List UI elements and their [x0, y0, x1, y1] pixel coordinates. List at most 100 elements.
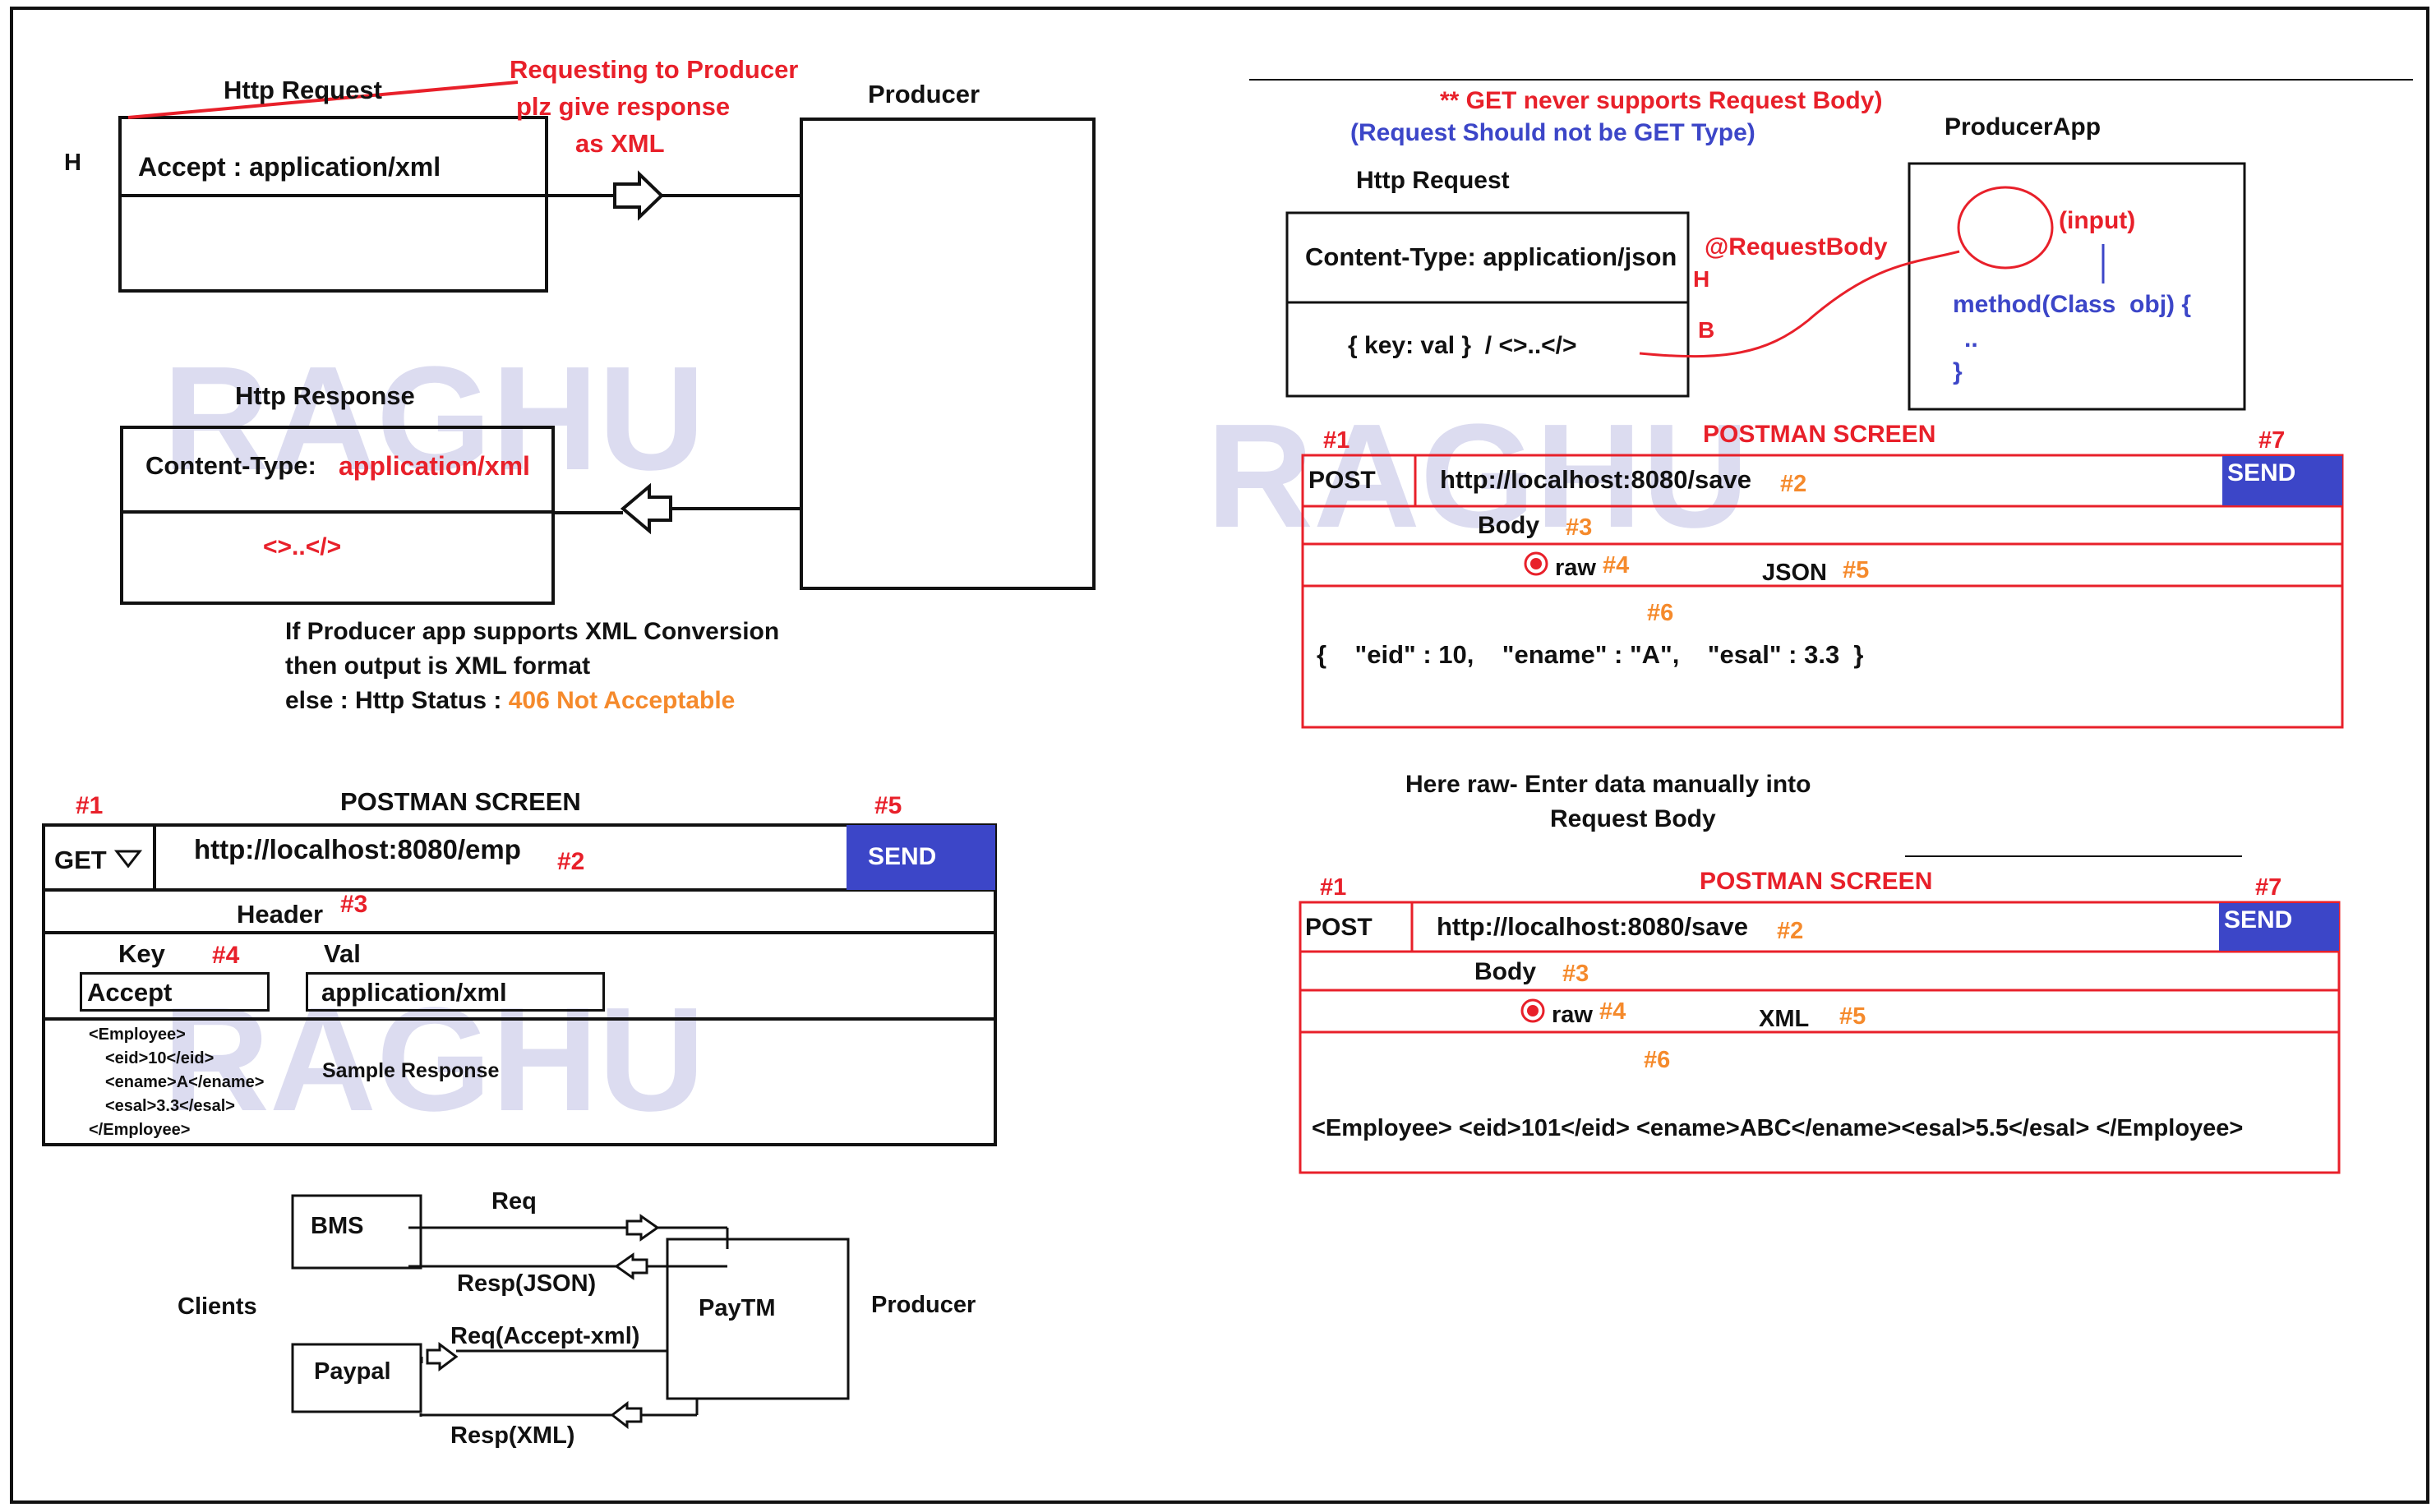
paypal-label: Paypal	[314, 1358, 391, 1385]
method-select[interactable]: POST	[1305, 914, 1373, 941]
note-line2: then output is XML format	[285, 652, 591, 680]
content-type-label: Content-Type:	[145, 451, 316, 480]
paytm-label: PayTM	[699, 1295, 776, 1321]
b-marker: B	[1698, 317, 1715, 343]
request-body-text: { key: val } / <>..</>	[1348, 332, 1577, 359]
step-7: #7	[2258, 427, 2286, 454]
content-type-json: Content-Type: application/json	[1305, 242, 1677, 271]
step-1: #1	[1320, 874, 1347, 901]
step-7: #7	[2255, 874, 2282, 901]
postman-title: POSTMAN SCREEN	[1700, 868, 1933, 895]
step-1: #1	[1323, 427, 1350, 454]
step-3: #3	[340, 891, 368, 918]
postman-xml-frame	[1299, 901, 2341, 1174]
body-tab[interactable]: Body	[1478, 512, 1539, 539]
accept-header: Accept : application/xml	[138, 152, 441, 182]
postman-get-frame	[42, 823, 997, 1146]
raw-note-line1: Here raw- Enter data manually into	[1405, 771, 1811, 798]
watermark: RAGHU	[1206, 394, 1749, 559]
sample-line: <esal>3.3</esal>	[105, 1097, 235, 1115]
sample-response-label: Sample Response	[322, 1059, 500, 1082]
header-tab[interactable]: Header	[237, 900, 324, 929]
format-json[interactable]: JSON	[1762, 560, 1827, 586]
method-select[interactable]: POST	[1308, 467, 1376, 494]
postman-json-frame	[1301, 454, 2344, 729]
sample-line: <ename>A</ename>	[105, 1073, 265, 1091]
postman-title: POSTMAN SCREEN	[1703, 421, 1936, 448]
watermark: RAGHU	[163, 336, 705, 501]
http-response-box	[120, 426, 555, 605]
xml-body-content[interactable]: <Employee> <eid>101</eid> <ename>ABC</en…	[1312, 1115, 2244, 1141]
step-2: #2	[1780, 471, 1807, 497]
bms-box	[291, 1194, 422, 1270]
chevron-down-icon	[113, 850, 143, 869]
raw-option[interactable]: raw	[1555, 555, 1596, 581]
step-4: #4	[1599, 998, 1626, 1025]
step-5: #5	[1839, 1003, 1866, 1030]
input-circle	[1957, 186, 2054, 270]
send-button[interactable]: SEND	[2219, 903, 2339, 951]
annotation-line2: plz give response	[516, 92, 731, 121]
req-label: Req	[491, 1188, 537, 1215]
method-dots: ..	[1964, 325, 1978, 353]
resp-xml-label: Resp(XML)	[450, 1422, 575, 1449]
val-label: Val	[324, 939, 361, 968]
http-request-title: Http Request	[224, 76, 382, 104]
step-3: #3	[1562, 961, 1589, 987]
request-body-curve	[1639, 250, 1960, 358]
step-6: #6	[1644, 1047, 1671, 1073]
url-input[interactable]: http://localhost:8080/save	[1437, 912, 1749, 941]
paypal-box	[291, 1343, 422, 1413]
method-signature: method(Class obj) {	[1953, 291, 2192, 318]
method-closing: }	[1953, 358, 1963, 385]
producer-box	[800, 118, 1096, 590]
content-type-value: application/xml	[339, 451, 530, 481]
producer-label: Producer	[871, 1292, 976, 1318]
url-input[interactable]: http://localhost:8080/save	[1440, 465, 1752, 494]
key-label: Key	[118, 939, 165, 968]
get-note-blue: (Request Should not be GET Type)	[1350, 119, 1755, 146]
annotation-line1: Requesting to Producer	[510, 55, 799, 84]
val-value: application/xml	[321, 978, 507, 1007]
response-body: <>..</>	[263, 533, 342, 560]
json-body-content[interactable]: { "eid" : 10, "ename" : "A", "esal" : 3.…	[1317, 640, 1864, 669]
format-xml[interactable]: XML	[1759, 1006, 1810, 1032]
request-body-annotation: @RequestBody	[1705, 233, 1888, 260]
producer-title: Producer	[868, 80, 980, 108]
raw-note-line2: Request Body	[1550, 805, 1716, 832]
step-3: #3	[1566, 514, 1593, 541]
http-response-title: Http Response	[235, 381, 415, 410]
response-arrow	[620, 482, 672, 535]
val-input[interactable]	[306, 972, 605, 1012]
annotation-line3: as XML	[575, 129, 665, 158]
paytm-box	[666, 1238, 850, 1400]
bms-label: BMS	[311, 1213, 364, 1239]
step-5: #5	[1843, 557, 1870, 583]
send-button[interactable]: SEND	[2222, 456, 2342, 505]
send-button[interactable]: SEND	[847, 825, 995, 890]
step-2: #2	[557, 848, 585, 875]
body-tab[interactable]: Body	[1474, 958, 1536, 985]
url-input[interactable]: http://localhost:8080/emp	[194, 834, 521, 864]
resp-json-label: Resp(JSON)	[457, 1270, 597, 1297]
raw-option[interactable]: raw	[1552, 1002, 1593, 1028]
step-1: #1	[76, 792, 104, 819]
step-6: #6	[1647, 600, 1674, 626]
method-select[interactable]: GET	[54, 846, 107, 874]
header-marker: H	[64, 150, 81, 176]
note-line3: else : Http Status : 406 Not Acceptable	[285, 687, 736, 714]
right-request-title: Http Request	[1356, 167, 1510, 194]
sample-line: <eid>10</eid>	[105, 1049, 215, 1067]
step-2: #2	[1777, 918, 1804, 944]
input-label: (input)	[2059, 207, 2136, 234]
h-marker: H	[1693, 266, 1710, 292]
sample-line: <Employee>	[89, 1026, 186, 1044]
json-request-box	[1285, 211, 1690, 398]
outer-frame	[10, 7, 2429, 1504]
key-input[interactable]	[80, 972, 270, 1012]
req-accept-label: Req(Accept-xml)	[450, 1323, 640, 1349]
status-406: 406 Not Acceptable	[508, 687, 736, 714]
step-4: #4	[1603, 552, 1630, 579]
